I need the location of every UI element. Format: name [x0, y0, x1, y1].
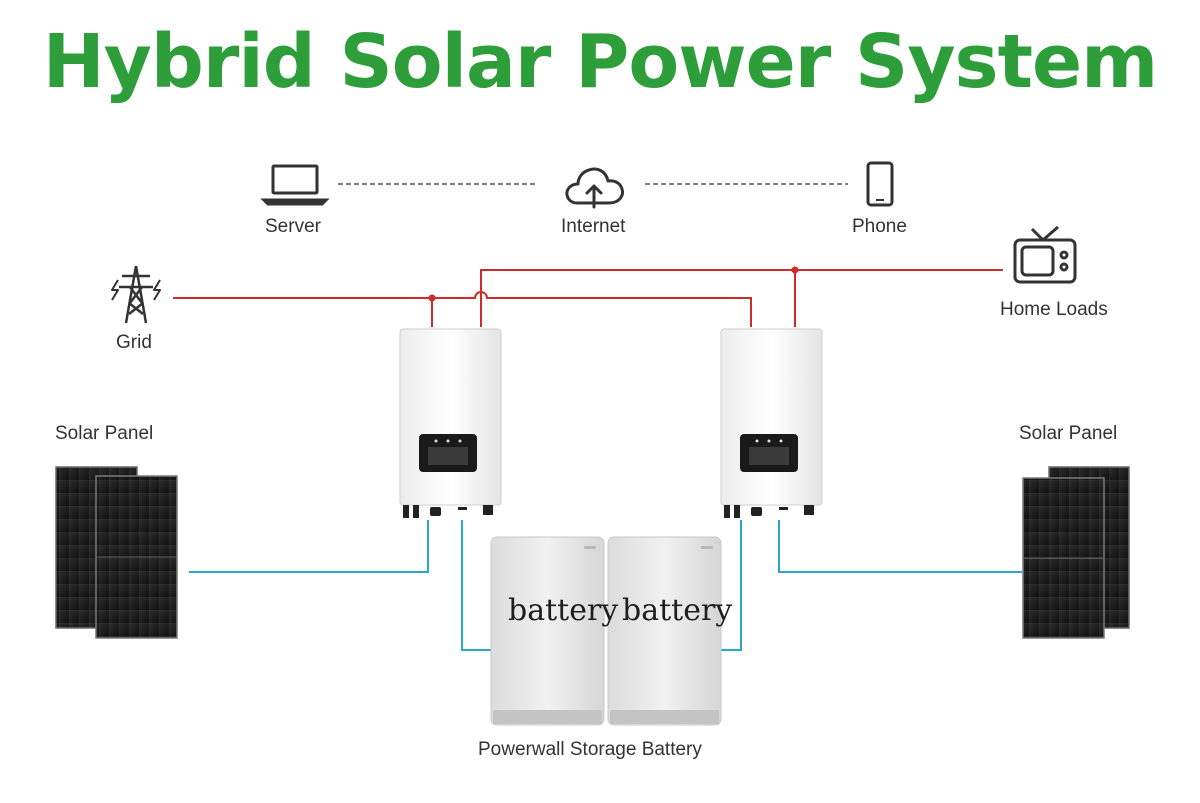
label-phone: Phone: [852, 216, 907, 237]
cloud-upload-icon: [565, 167, 624, 209]
label-battery-caption: Powerwall Storage Battery: [478, 739, 702, 760]
junction-dot-left: [428, 294, 436, 302]
label-internet: Internet: [561, 216, 626, 237]
inverter-left: [399, 328, 502, 518]
laptop-icon: [260, 164, 330, 206]
label-solar-panel-right: Solar Panel: [1019, 423, 1118, 444]
phone-icon: [866, 161, 894, 207]
label-solar-panel-left: Solar Panel: [55, 423, 154, 444]
battery-2-text: battery: [622, 593, 733, 628]
label-server: Server: [265, 216, 321, 237]
inverter-right: [720, 328, 823, 518]
label-home-loads: Home Loads: [1000, 299, 1108, 320]
junction-dot-right: [791, 266, 799, 274]
dc-wiring: [189, 520, 1022, 651]
power-tower-icon: [111, 265, 161, 324]
battery-unit-1: [490, 536, 605, 726]
label-grid: Grid: [116, 332, 152, 353]
tv-icon: [1013, 225, 1077, 284]
page-title: Hybrid Solar Power System: [42, 19, 1159, 105]
battery-1-text: battery: [508, 593, 619, 628]
solar-panel-left: [55, 466, 178, 639]
ac-wiring: [173, 269, 1003, 327]
solar-panel-right: [1022, 466, 1130, 639]
battery-unit-2: [607, 536, 722, 726]
